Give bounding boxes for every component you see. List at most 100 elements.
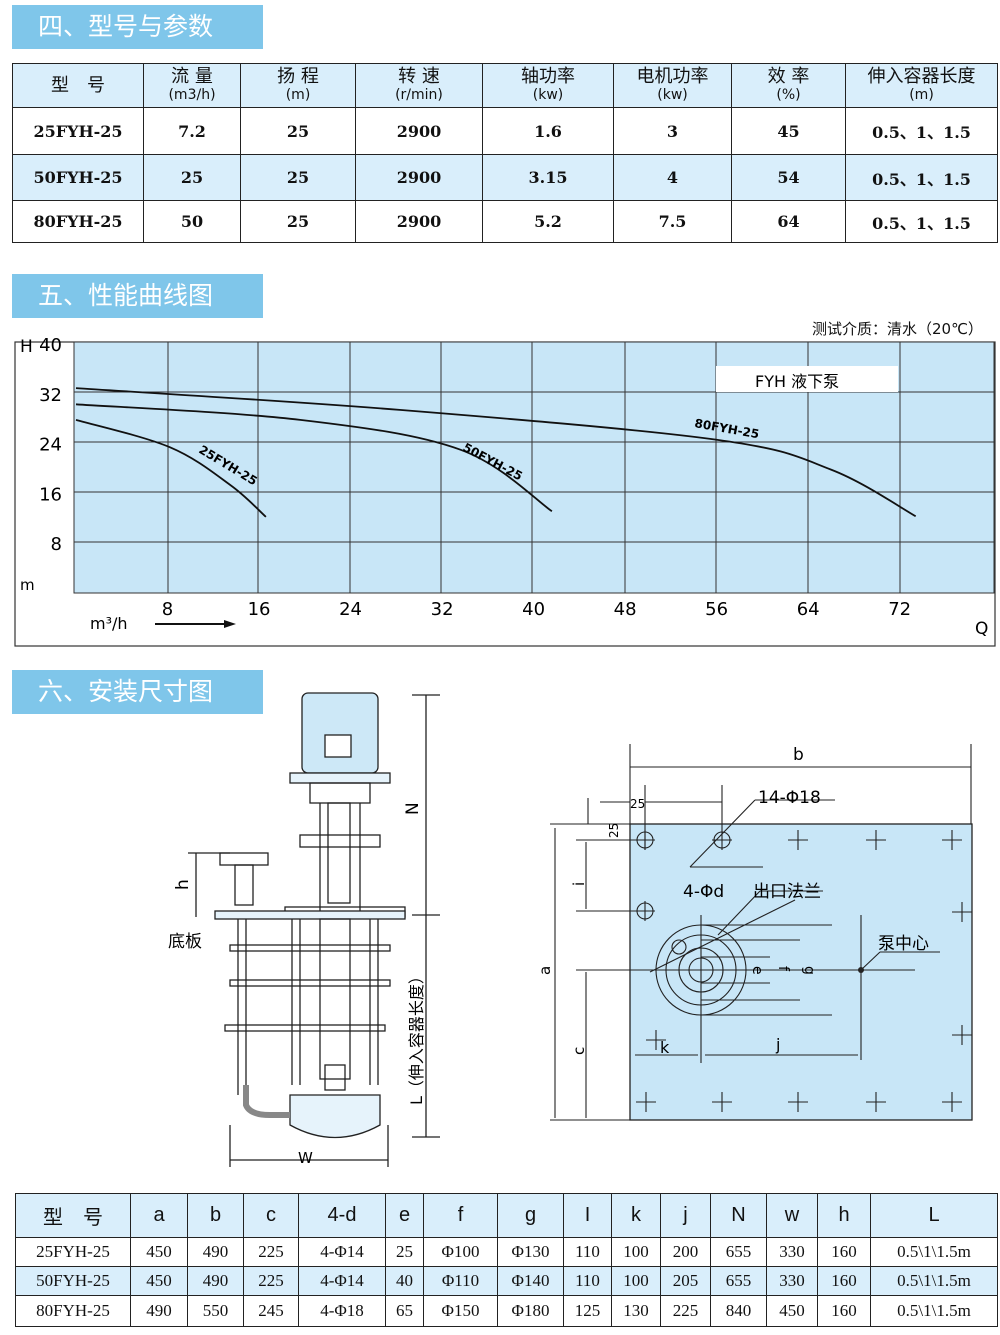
- table-cell: Φ130: [497, 1237, 564, 1267]
- outlet-flange-label: 出口法兰: [753, 882, 821, 902]
- table-cell: Φ150: [423, 1295, 498, 1327]
- y-axis-unit: m: [20, 576, 35, 594]
- table-cell: 840: [710, 1295, 767, 1327]
- dim-L: L（伸入容器长度）: [407, 968, 426, 1105]
- table-cell: 450: [766, 1295, 818, 1327]
- table-cell: 4: [613, 154, 732, 201]
- dim-g: g: [801, 966, 817, 975]
- table-cell: Φ180: [497, 1295, 564, 1327]
- holes-label: 14-Φ18: [758, 788, 821, 808]
- table-cell: 50FYH-25: [12, 154, 144, 201]
- table-cell: 655: [710, 1237, 767, 1267]
- x-tick-label: 64: [797, 599, 820, 620]
- pump-side-drawing: N h 底板 L（伸入容器长度） W: [168, 692, 440, 1167]
- column-header: w: [766, 1193, 818, 1238]
- table-cell: 4-Φ14: [298, 1237, 386, 1267]
- x-tick-label: 56: [705, 599, 728, 620]
- section-header-params: 四、型号与参数: [12, 5, 263, 49]
- table-cell: 25: [385, 1237, 424, 1267]
- dim-k: k: [660, 1038, 670, 1057]
- base-plate-label: 底板: [168, 932, 202, 952]
- header-label: 伸入容器长度: [867, 65, 976, 87]
- x-tick-label: 48: [614, 599, 637, 620]
- x-tick-label: 72: [888, 599, 911, 620]
- column-header: N: [710, 1193, 767, 1238]
- header-unit: (%): [776, 86, 801, 103]
- header-unit: (kw): [532, 86, 564, 103]
- column-header: 流 量(m3/h): [143, 63, 241, 108]
- dim-25-vertical: 25: [607, 823, 621, 838]
- table-cell: 100: [611, 1266, 661, 1296]
- pump-center-label: 泵中心: [878, 934, 929, 954]
- table-cell: 25: [240, 107, 356, 155]
- table-cell: 200: [660, 1237, 711, 1267]
- dim-W: W: [298, 1149, 313, 1167]
- x-tick-label: 16: [248, 599, 271, 620]
- table-cell: 225: [243, 1237, 299, 1267]
- y-tick-label: 40: [39, 335, 62, 356]
- curve-50FYH-25: [75, 403, 553, 513]
- table-cell: 5.2: [482, 200, 614, 243]
- table-cell: 110: [563, 1237, 612, 1267]
- params-table: 型 号流 量(m3/h)扬 程(m)转 速(r/min)轴功率(kw)电机功率(…: [12, 63, 998, 243]
- table-cell: 205: [660, 1266, 711, 1296]
- x-axis-label: Q: [975, 619, 988, 639]
- table-cell: 2900: [355, 200, 483, 243]
- y-tick-label: 32: [39, 385, 62, 406]
- column-header: 电机功率(kw): [613, 63, 732, 108]
- table-cell: 450: [130, 1237, 188, 1267]
- header-label: 流 量: [171, 65, 213, 87]
- table-cell: 40: [385, 1266, 424, 1296]
- table-cell: 225: [243, 1266, 299, 1296]
- header-unit: (r/min): [395, 86, 443, 103]
- table-cell: 64: [731, 200, 846, 243]
- table-cell: 25: [240, 154, 356, 201]
- table-cell: 50FYH-25: [15, 1266, 131, 1296]
- table-cell: 25FYH-25: [12, 107, 144, 155]
- y-tick-label: 16: [39, 484, 62, 505]
- column-header: 型 号: [12, 63, 144, 108]
- table-cell: 1.6: [482, 107, 614, 155]
- dim-f: f: [775, 966, 791, 972]
- table-cell: 7.2: [143, 107, 241, 155]
- header-unit: (kw): [657, 86, 688, 103]
- curve-80FYH-25: [75, 387, 917, 518]
- dim-i: i: [570, 882, 588, 886]
- base-plate: [214, 910, 406, 920]
- dim-e: e: [749, 966, 765, 975]
- table-cell: 160: [817, 1266, 871, 1296]
- table-cell: Φ110: [423, 1266, 498, 1296]
- table-cell: 655: [710, 1266, 767, 1296]
- column-header: I: [563, 1193, 612, 1238]
- table-cell: 330: [766, 1237, 818, 1267]
- dim-b: b: [793, 745, 804, 765]
- column-header: 效 率(%): [731, 63, 846, 108]
- table-cell: 54: [731, 154, 846, 201]
- dim-c: c: [570, 1047, 588, 1055]
- column-header: c: [243, 1193, 299, 1238]
- header-unit: (m): [909, 86, 934, 103]
- column-header: L: [870, 1193, 998, 1238]
- x-axis-unit: m³/h: [90, 614, 128, 633]
- header-unit: (m): [285, 86, 311, 103]
- table-cell: 25: [240, 200, 356, 243]
- section-header-install: 六、安装尺寸图: [12, 670, 263, 714]
- header-unit: (m3/h): [168, 86, 216, 103]
- table-cell: 3: [613, 107, 732, 155]
- table-cell: 0.5\1\1.5m: [870, 1295, 998, 1327]
- header-label: 电机功率: [636, 65, 709, 87]
- table-cell: 4-Φ14: [298, 1266, 386, 1296]
- y-tick-label: 8: [51, 534, 62, 555]
- table-cell: 110: [563, 1266, 612, 1296]
- x-axis-arrowhead: [224, 620, 236, 628]
- table-cell: 2900: [355, 154, 483, 201]
- table-cell: 160: [817, 1237, 871, 1267]
- table-cell: 0.5\1\1.5m: [870, 1237, 998, 1267]
- table-cell: 100: [611, 1237, 661, 1267]
- column-header: 扬 程(m): [240, 63, 356, 108]
